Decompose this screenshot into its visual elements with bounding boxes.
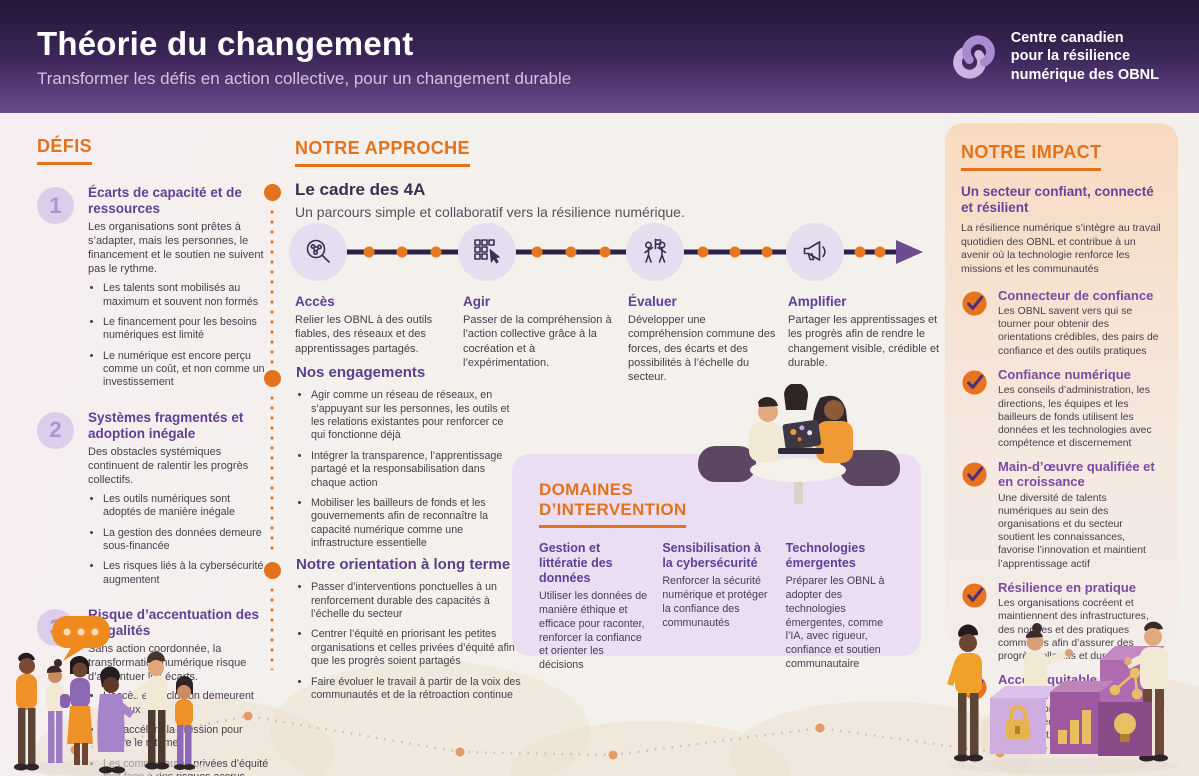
domaine-cybersecurite: Sensibilisation à la cybersécurité Renfo… (662, 541, 770, 673)
defi-item-1: 1 Écarts de capacité et de ressources Le… (37, 185, 269, 397)
header: Théorie du changement Transformer les dé… (0, 0, 1199, 113)
impact-item-body: Les OBNL savent vers qui se tourner pour… (998, 306, 1159, 357)
impact-item: Confiance numérique Les conseils d’admin… (961, 366, 1162, 451)
defi-title: Écarts de capacité et de ressources (88, 185, 242, 216)
defi-bullets: Les talents sont mobilisés au maximum et… (88, 282, 269, 390)
defi-item-2: 2 Systèmes fragmentés et adoption inégal… (37, 410, 269, 594)
approche-heading: NOTRE APPROCHE (295, 138, 470, 167)
domaine-body: Utiliser les données de manière éthique … (539, 589, 648, 672)
defi-body: Les organisations sont prêtes à s’adapte… (88, 220, 264, 276)
domaine-title: Sensibilisation à la cybersécurité (662, 540, 761, 570)
step-body: Développer une compréhension commune des… (628, 314, 776, 384)
timeline-dotted-segment (270, 394, 274, 556)
domaine-title: Technologies émergentes (785, 540, 866, 570)
brand-logo: Centre canadien pour la résilience numér… (949, 29, 1159, 83)
defis-heading: DÉFIS (37, 136, 93, 165)
cadre-subtitle: Un parcours simple et collaboratif vers … (295, 204, 685, 220)
step-body: Partager les apprentissages et les progr… (788, 314, 940, 369)
impact-item-body: Les conseils d’administration, les direc… (998, 385, 1152, 450)
cadre-4a-header: Le cadre des 4A Un parcours simple et co… (295, 180, 755, 220)
building-blocks-illustration (947, 621, 1179, 774)
step-title: Accès (295, 294, 335, 309)
impact-item-title: Connecteur de confiance (998, 287, 1154, 303)
megaphone-icon (803, 241, 826, 261)
engagements-bullets: Agir comme un réseau de réseaux, en s’ap… (296, 389, 520, 550)
domaine-body: Préparer les OBNL à adopter des technolo… (785, 574, 885, 671)
check-circle-icon (962, 370, 987, 395)
step-agir: Agir Passer de la compréhension à l’acti… (463, 294, 615, 370)
timeline-dotted-segment (270, 586, 274, 670)
impact-intro-title: Un secteur confiant, connecté et résilie… (961, 184, 1154, 216)
check-circle-icon (962, 583, 987, 608)
defi-body: Des obstacles systémiques continuent de … (88, 445, 249, 486)
cadre-title: Le cadre des 4A (295, 180, 426, 199)
bar-chart-icon (1058, 710, 1091, 744)
engagements-section: Nos engagements Agir comme un réseau de … (296, 364, 520, 557)
people-flag-icon (644, 238, 667, 263)
lock-icon (1006, 705, 1030, 739)
defi-number-badge: 2 (37, 411, 74, 449)
timeline-dot-orientation (264, 562, 281, 579)
timeline-dot-engagements (264, 370, 281, 387)
lightbulb-icon (1114, 713, 1136, 742)
speech-bubble-icon (52, 616, 110, 661)
step-title: Évaluer (628, 294, 677, 309)
step-body: Relier les OBNL à des outils fiables, de… (295, 314, 433, 355)
clouds-dotted-path-decoration (35, 661, 1199, 776)
step-title: Amplifier (788, 294, 847, 309)
orientation-title: Notre orientation à long terme (296, 556, 511, 573)
impact-section: NOTRE IMPACT Un secteur confiant, connec… (945, 123, 1178, 755)
flow-line-and-icons (289, 223, 923, 281)
impact-item-title: Confiance numérique (998, 366, 1131, 382)
network-magnifier-icon (306, 239, 330, 263)
page-title: Théorie du changement (37, 24, 414, 62)
interlocking-links-logo-icon (952, 34, 995, 79)
approche-section-heading-wrap: NOTRE APPROCHE (295, 138, 470, 167)
discussion-group-illustration (11, 616, 211, 776)
page-subtitle: Transformer les défis en action collecti… (37, 68, 572, 88)
defi-number-badge: 1 (37, 187, 74, 224)
impact-item-body: Une diversité de talents numériques au s… (998, 492, 1146, 570)
domaine-donnees: Gestion et littératie des données Utilis… (539, 541, 647, 673)
step-title: Agir (463, 294, 490, 309)
defi-bullets: Les outils numériques sont adoptés de ma… (88, 493, 269, 587)
step-amplifier: Amplifier Partager les apprentissages et… (788, 294, 940, 370)
domaine-technologies: Technologies émergentes Préparer les OBN… (786, 541, 894, 673)
timeline-dotted-segment (270, 208, 274, 364)
impact-intro-body: La résilience numérique s’intègre au tra… (961, 221, 1161, 275)
impact-item-title: Main-d’œuvre qualifiée et en croissance (998, 459, 1155, 489)
domaine-body: Renforcer la sécurité numérique et proté… (662, 574, 768, 629)
step-acces: Accès Relier les OBNL à des outils fiabl… (295, 294, 447, 356)
impact-item: Connecteur de confiance Les OBNL savent … (961, 287, 1162, 358)
domaine-title: Gestion et littératie des données (539, 540, 613, 585)
timeline-dot-cadre (264, 184, 281, 201)
domaines-intervention-box: DOMAINES D’INTERVENTION Gestion et litté… (512, 454, 921, 671)
cadre-4a-flow: Accès Relier les OBNL à des outils fiabl… (262, 196, 939, 383)
laptop-meeting-illustration (698, 384, 900, 504)
orientation-section: Notre orientation à long terme Passer d’… (296, 556, 522, 709)
header-titles: Théorie du changement Transformer les dé… (37, 25, 571, 89)
impact-heading: NOTRE IMPACT (961, 142, 1102, 171)
defi-title: Systèmes fragmentés et adoption inégale (88, 409, 244, 441)
select-grid-icon (474, 239, 501, 264)
engagements-title: Nos engagements (296, 364, 426, 381)
impact-item-title: Résilience en pratique (998, 579, 1136, 595)
brand-name: Centre canadien pour la résilience numér… (1010, 30, 1159, 83)
step-body: Passer de la compréhension à l’action co… (463, 314, 612, 369)
orientation-bullets: Passer d’interventions ponctuelles à un … (296, 581, 522, 702)
domaines-heading: DOMAINES D’INTERVENTION (539, 480, 894, 528)
step-evaluer: Évaluer Développer une compréhension com… (628, 294, 780, 384)
check-circle-icon (962, 290, 987, 316)
check-circle-icon (962, 462, 987, 487)
impact-item: Main-d’œuvre qualifiée et en croissance … (961, 460, 1162, 570)
